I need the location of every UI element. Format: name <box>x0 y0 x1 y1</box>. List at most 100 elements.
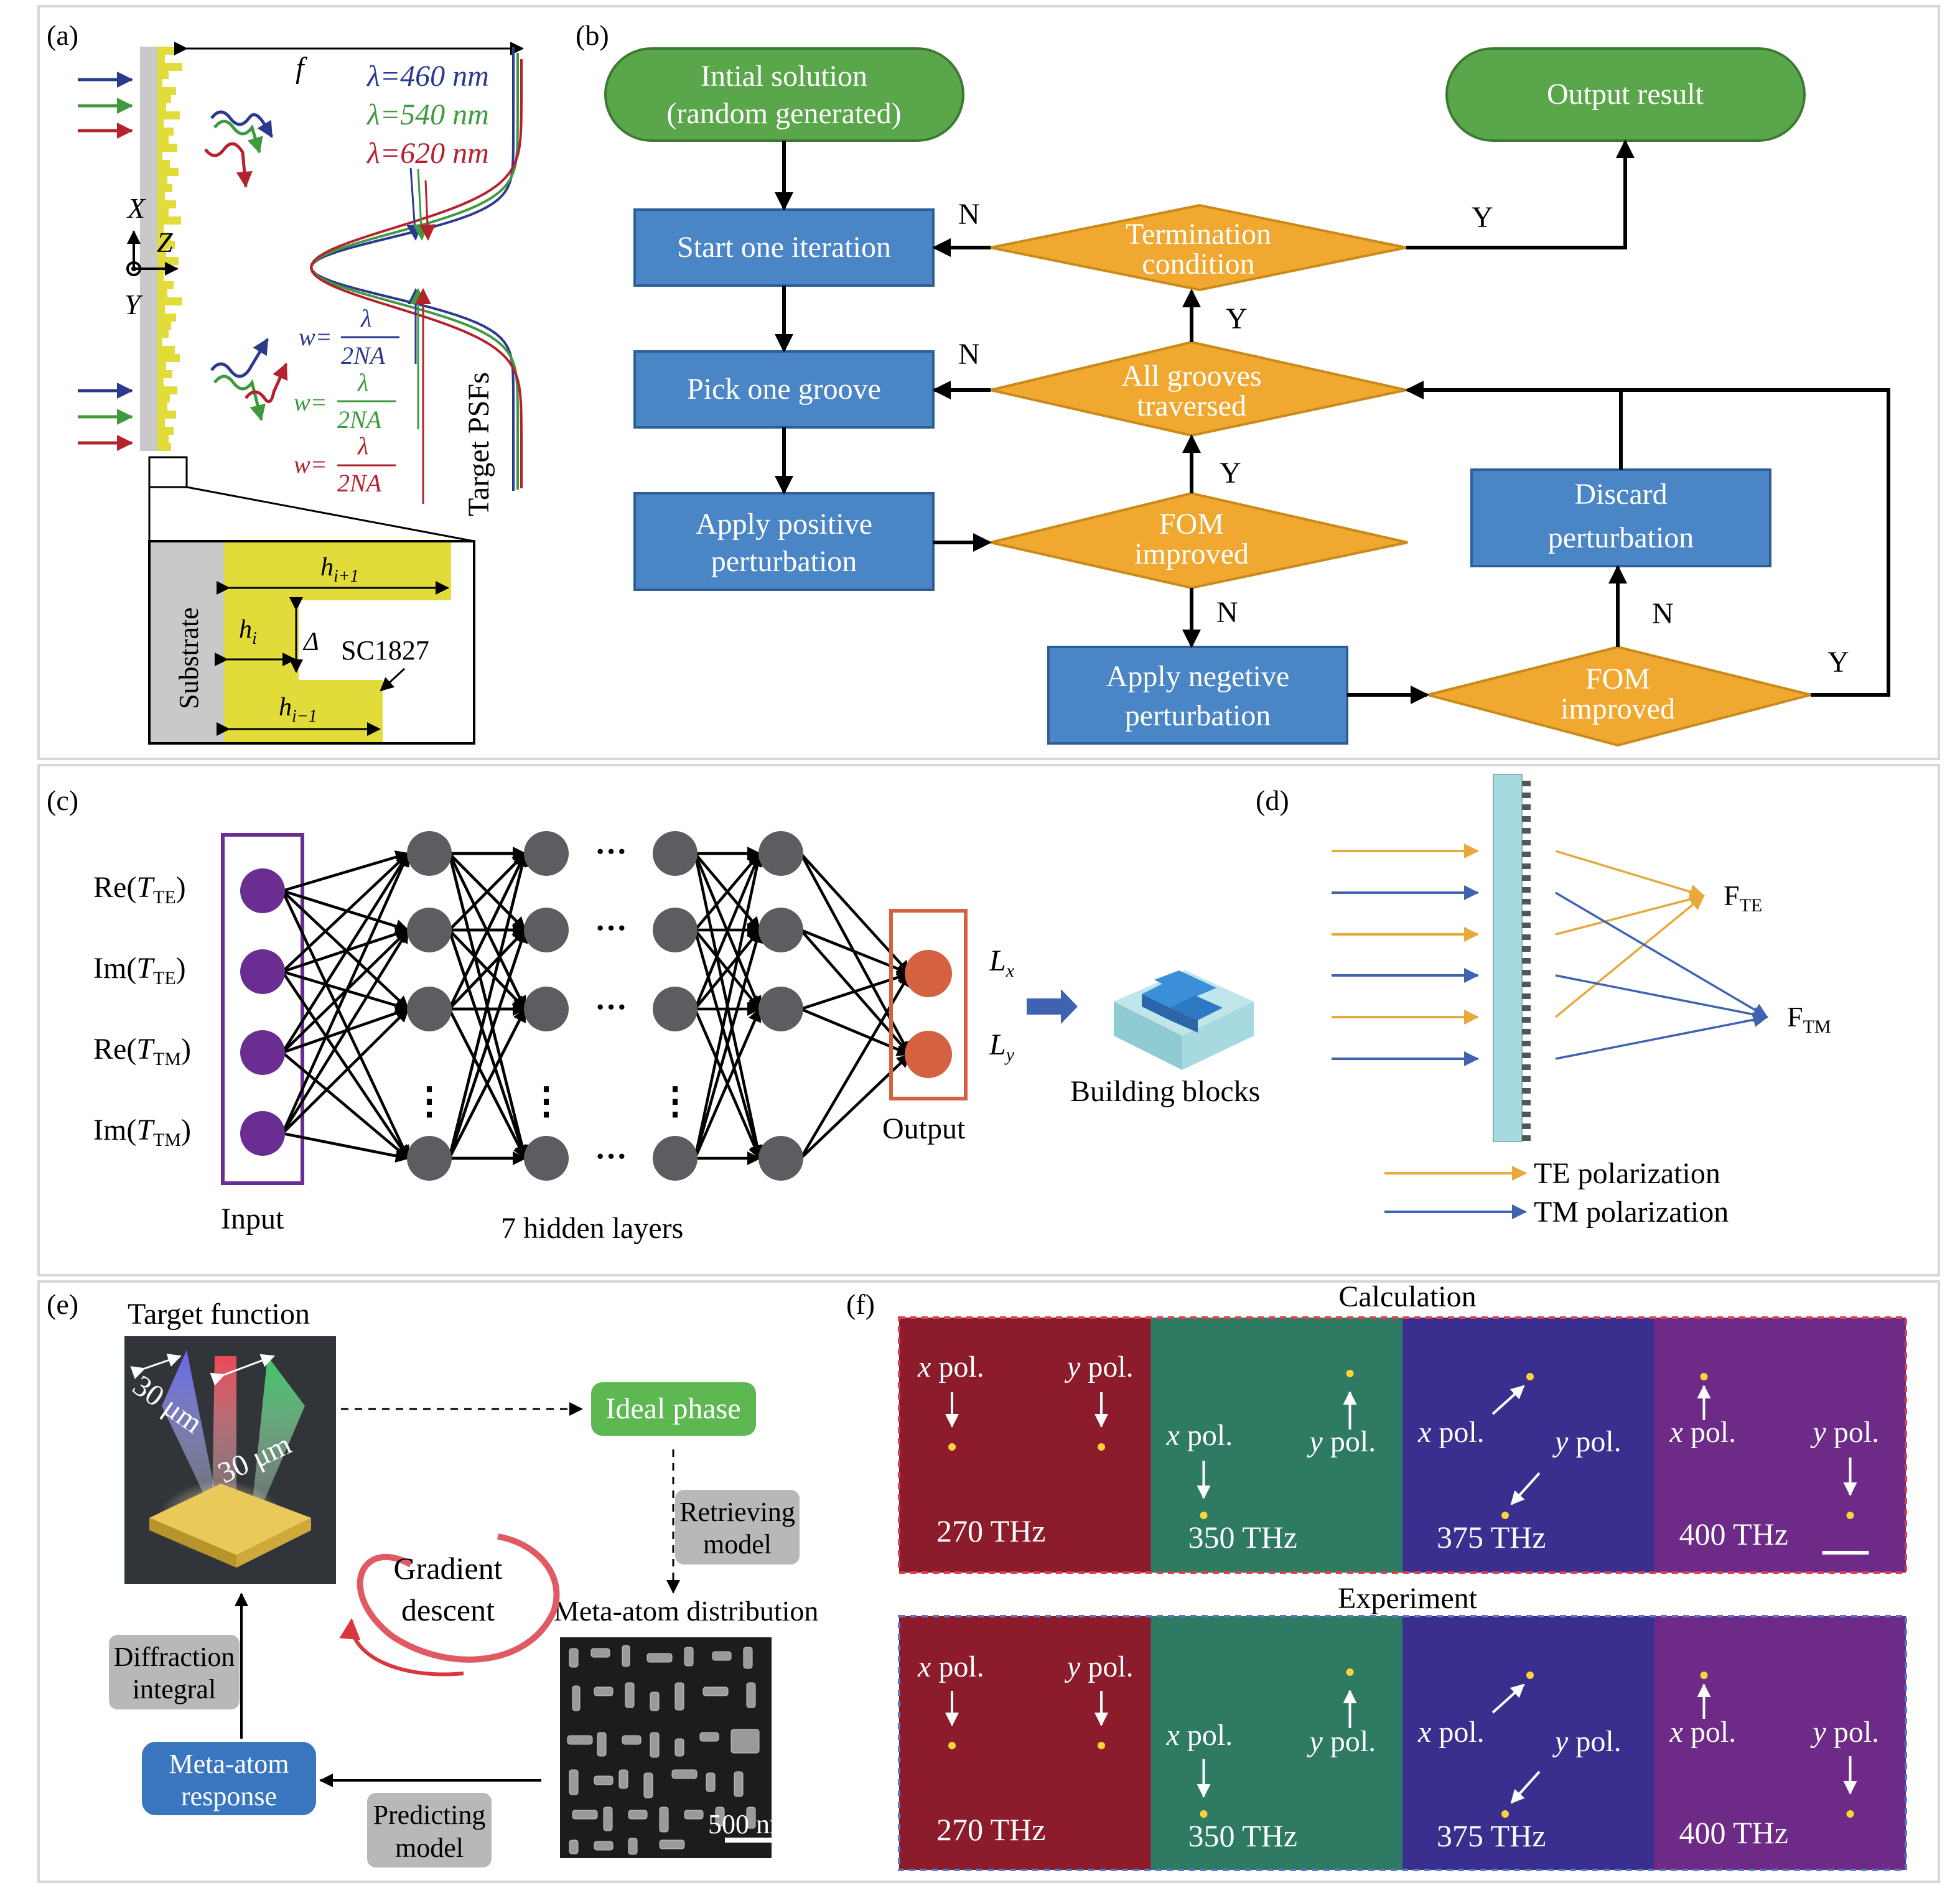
edge-label-n3: N <box>1216 596 1238 629</box>
gradient-descent-line1: Gradient <box>394 1551 503 1586</box>
meta-atom <box>594 1775 614 1785</box>
predicting-model-box <box>367 1793 492 1867</box>
input-label-re-te: Re(TTE) <box>93 871 186 908</box>
edge-label-y4: Y <box>1827 646 1849 679</box>
building-blocks-caption: Building blocks <box>1070 1075 1260 1108</box>
meta-atom <box>684 1810 704 1820</box>
y-pol-label: y pol. <box>1064 1351 1134 1383</box>
meta-atom <box>659 1807 669 1833</box>
width-den: 2NA <box>341 342 386 370</box>
focal-tile: x pol.y pol.375 THz <box>1402 1616 1654 1870</box>
meta-atom <box>569 1839 579 1854</box>
decision-fom1-line2: improved <box>1134 537 1249 570</box>
x-pol-focal-spot <box>1200 1810 1208 1818</box>
input-label-re-tm: Re(TTM) <box>93 1033 191 1069</box>
edge-label-y3: Y <box>1220 457 1241 490</box>
calculation-frame <box>898 1316 1907 1574</box>
input-label-im-tm: Im(TTM) <box>93 1114 191 1150</box>
input-node <box>240 949 285 994</box>
focal-tile-bg <box>1654 1616 1906 1870</box>
material-label: SC1827 <box>341 635 429 666</box>
focal-tile: x pol.y pol.375 THz <box>1402 1318 1654 1573</box>
decision-fom2-line1: FOM <box>1585 663 1650 695</box>
y-pol-label: y pol. <box>1810 1716 1880 1749</box>
x-pol-label: x pol. <box>917 1351 984 1383</box>
hidden-node <box>758 987 803 1031</box>
meta-atom <box>746 1807 756 1829</box>
ideal-phase-text: Ideal phase <box>605 1392 740 1425</box>
metasurface-slab <box>1493 774 1523 1142</box>
panel-cd-frame <box>37 764 1940 1276</box>
panel-ef-frame <box>37 1280 1940 1883</box>
edge-label-y1: Y <box>1472 201 1493 234</box>
focal-tile: x pol.y pol.350 THz <box>1150 1318 1402 1573</box>
edge-label-y2: Y <box>1226 302 1248 335</box>
panel-ab-frame <box>37 5 1940 760</box>
focal-tile: x pol.y pol.270 THz <box>899 1318 1151 1573</box>
hidden-layers-caption: 7 hidden layers <box>501 1212 683 1245</box>
hidden-node <box>407 987 452 1031</box>
focal-tile: x pol. y pol. 400 THz <box>1654 1616 1906 1870</box>
process-negative-line1: Apply negetive <box>1106 660 1290 693</box>
panel-f: (f) Calculation Experiment x pol.y pol.2… <box>846 1280 1907 1871</box>
meta-atom <box>650 1732 660 1758</box>
meta-atom <box>569 1648 579 1668</box>
nn-nodes: ············⋮⋮⋮ <box>240 831 952 1181</box>
process-pick-groove-text: Pick one groove <box>687 373 881 406</box>
meta-atom <box>643 1772 653 1798</box>
panel-d: (d) FTE FTM TE polarization TM polarizat… <box>1256 774 1831 1229</box>
focal-tile-bg <box>899 1616 1151 1870</box>
h-next-label: hi+1 <box>320 553 359 586</box>
focal-tile-bg <box>1402 1616 1654 1870</box>
y-pol-label: y pol. <box>1307 1425 1376 1458</box>
ideal-phase-box <box>591 1382 756 1436</box>
panel-label-a: (a) <box>47 19 78 51</box>
meta-atom <box>618 1769 628 1789</box>
y-pol-label: y pol. <box>1810 1416 1880 1449</box>
y-pol-label: y pol. <box>1552 1725 1622 1758</box>
meta-atom <box>650 1691 660 1711</box>
focus-tm-label: FTM <box>1787 1001 1831 1037</box>
meta-atom <box>712 1651 732 1661</box>
y-pol-focal-spot <box>1346 1668 1354 1676</box>
meta-atom <box>706 1772 716 1792</box>
hidden-node <box>653 1136 698 1181</box>
input-node <box>240 868 285 913</box>
focal-tile-bg <box>899 1318 1151 1573</box>
frequency-label: 400 THz <box>1679 1815 1788 1850</box>
panel-e: (e) Target function 30 μm 30 μm Ideal ph… <box>47 1288 818 1867</box>
gradient-descent-line2: descent <box>401 1593 495 1627</box>
hidden-node <box>524 987 569 1031</box>
width-num: λ <box>357 432 368 460</box>
psf-curve-red <box>309 59 523 488</box>
y-pol-focal-spot <box>1846 1810 1854 1818</box>
meta-atom-response-line1: Meta-atom <box>169 1749 289 1779</box>
decision-termination-line1: Termination <box>1126 218 1271 251</box>
hidden-node <box>653 908 698 952</box>
hidden-node <box>653 831 698 876</box>
psf-width-arrow-top-red <box>419 180 436 241</box>
predicting-model-line2: model <box>395 1833 464 1863</box>
groove-inset: Substrate hi+1 hi Δ SC1827 hi−1 <box>148 540 475 745</box>
frequency-label: 400 THz <box>1679 1517 1788 1551</box>
zoom-box <box>148 456 188 488</box>
panel-a: (a) f λ=460 nm λ=540 nm λ=620 <box>47 19 524 745</box>
psf-width-label-green: w= λ 2NA <box>294 368 396 434</box>
incident-arrows-top <box>78 72 133 139</box>
hidden-node <box>524 831 569 876</box>
width-den: 2NA <box>337 406 382 434</box>
meta-atom <box>594 1686 614 1696</box>
x-pol-label: x pol. <box>1669 1716 1737 1749</box>
meta-atom <box>746 1682 756 1708</box>
frequency-label: 270 THz <box>936 1812 1045 1847</box>
panel-label-c: (c) <box>47 784 78 816</box>
experiment-frame <box>898 1615 1907 1871</box>
edge-label-n1: N <box>958 198 980 231</box>
building-block-icon <box>1114 970 1254 1070</box>
x-pol-label: x pol. <box>917 1650 984 1683</box>
incident-beams <box>1332 844 1479 1066</box>
substrate-strip <box>140 47 157 451</box>
meta-atom <box>597 1732 607 1757</box>
decision-all-grooves-line1: All grooves <box>1121 360 1261 393</box>
